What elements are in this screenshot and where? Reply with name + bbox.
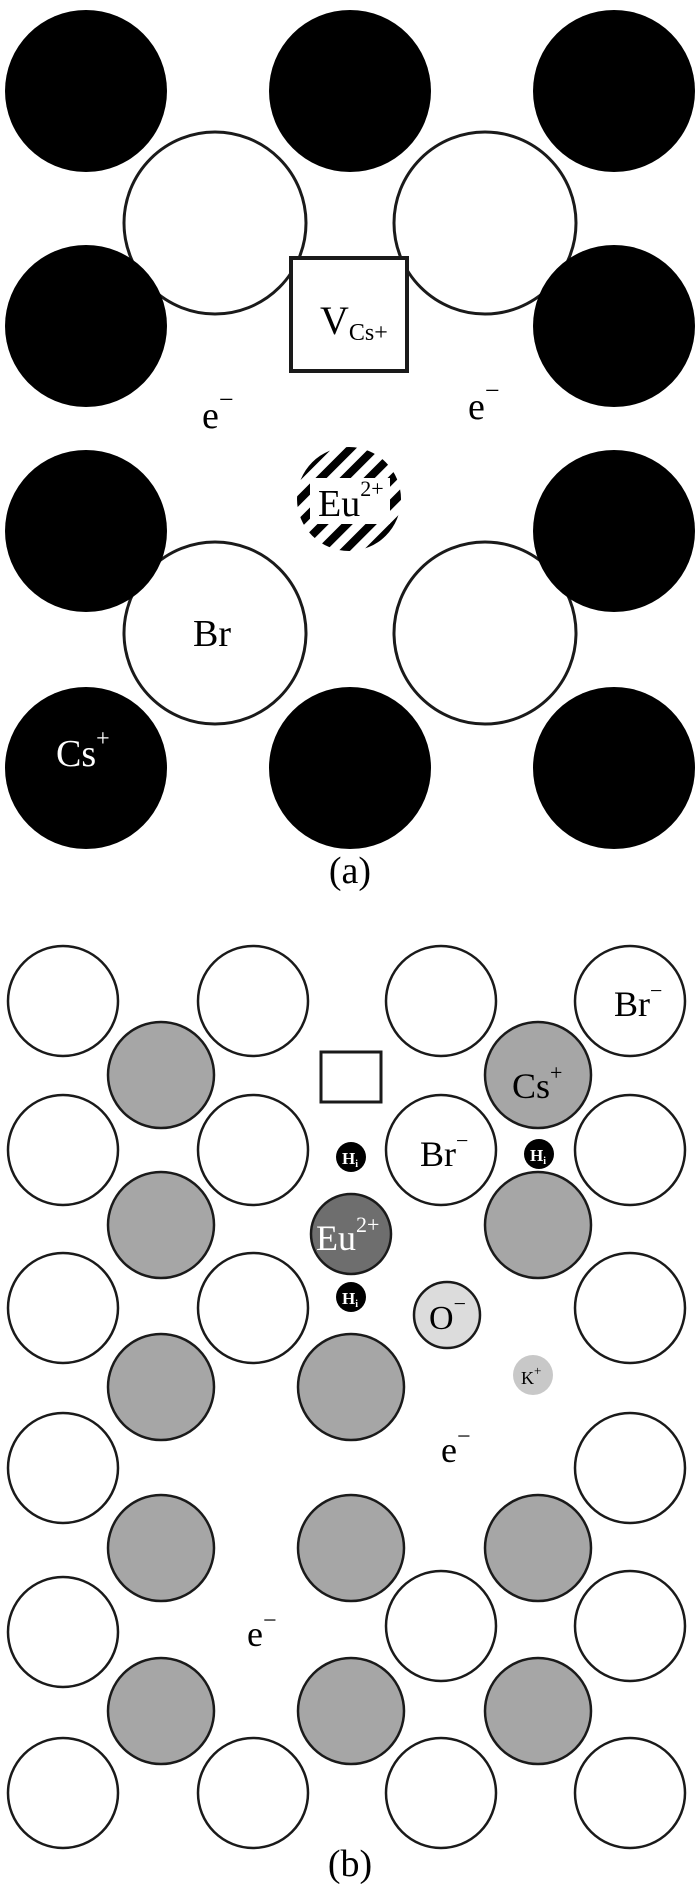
vacancy-label: VCs+	[320, 298, 388, 346]
br-atom	[573, 1093, 687, 1207]
cs-atom	[269, 10, 431, 172]
cs-atom	[533, 687, 695, 849]
br-atom	[6, 1411, 120, 1525]
hydrogen-interstitial-atom	[336, 1282, 366, 1312]
panel-b: Eu2+ O− K+ Hi Hi Hi	[6, 944, 687, 1885]
cs-atom	[5, 245, 167, 407]
br-atom	[196, 1093, 310, 1207]
br-label: Br−	[420, 1128, 468, 1174]
cs-atom	[296, 1332, 406, 1442]
panel-a-caption: (a)	[329, 850, 371, 892]
br-atom	[573, 1569, 687, 1683]
cs-label: Cs+	[56, 726, 110, 775]
br-atom	[122, 130, 308, 316]
br-atom	[573, 1251, 687, 1365]
cs-atom	[106, 1332, 216, 1442]
electron-label: e−	[202, 385, 234, 437]
hydrogen-interstitial-atom	[524, 1139, 554, 1169]
cs-label: Cs+	[512, 1060, 562, 1106]
br-atom	[6, 1093, 120, 1207]
panel-b-caption: (b)	[328, 1843, 372, 1884]
hydrogen-interstitial-atom	[336, 1142, 366, 1172]
br-atom	[384, 1569, 498, 1683]
br-atom	[6, 944, 120, 1058]
br-atom	[392, 130, 578, 316]
br-atom	[384, 944, 498, 1058]
cs-vacancy-square	[319, 1050, 383, 1104]
hydrogen-label: Hi	[342, 1149, 358, 1170]
cs-atom	[269, 687, 431, 849]
br-atom	[573, 1411, 687, 1525]
interstitial-h: Hi	[336, 1142, 366, 1172]
potassium-label: K+	[521, 1363, 541, 1388]
br-atom	[6, 1251, 120, 1365]
eu-label-backdrop	[310, 478, 390, 524]
cs-atom	[106, 1020, 216, 1130]
cs-atom	[483, 1020, 593, 1130]
cs-atom	[106, 1170, 216, 1280]
br-atom	[573, 944, 687, 1058]
electron-label: e−	[247, 1608, 277, 1654]
cs-atom	[296, 1656, 406, 1766]
cs-atom	[483, 1656, 593, 1766]
br-atom	[122, 540, 308, 726]
cs-atom	[106, 1493, 216, 1603]
br-label: Br−	[614, 978, 662, 1024]
br-atom	[392, 540, 578, 726]
vacancy-subscript: Cs+	[349, 320, 388, 346]
cs-atom	[5, 10, 167, 172]
cs-atom	[483, 1170, 593, 1280]
interstitial-h: Hi	[336, 1282, 366, 1312]
cs-atom	[533, 245, 695, 407]
br-atom	[384, 1736, 498, 1850]
electron-label: e−	[441, 1424, 471, 1470]
cs-vacancy-square	[289, 256, 409, 373]
eu-label: Eu2+	[318, 476, 384, 525]
cs-atom	[5, 450, 167, 612]
br-atom	[384, 1093, 498, 1207]
cs-atom	[483, 1493, 593, 1603]
br-atom	[196, 1736, 310, 1850]
cs-atom	[106, 1656, 216, 1766]
oxygen-label: O−	[429, 1291, 466, 1337]
cs-atom	[533, 10, 695, 172]
eu-label: Eu2+	[316, 1212, 379, 1258]
br-label: Br	[193, 613, 231, 655]
panel-a: VCs+ e− e− Eu2+ Br Cs+ (a)	[5, 10, 695, 892]
potassium-impurity-atom	[513, 1355, 553, 1395]
cs-atom	[5, 687, 167, 849]
electron-label: e−	[468, 376, 500, 428]
br-atom	[6, 1575, 120, 1689]
br-atom	[573, 1736, 687, 1850]
oxygen-impurity-atom	[412, 1280, 482, 1350]
br-atom	[6, 1736, 120, 1850]
cs-atom	[296, 1493, 406, 1603]
hydrogen-label: Hi	[342, 1289, 358, 1310]
eu-impurity-atom	[309, 1192, 393, 1276]
cs-atom	[533, 450, 695, 612]
br-atom	[196, 944, 310, 1058]
hydrogen-label: Hi	[530, 1146, 546, 1167]
br-atom	[196, 1251, 310, 1365]
interstitial-h: Hi	[524, 1139, 554, 1169]
